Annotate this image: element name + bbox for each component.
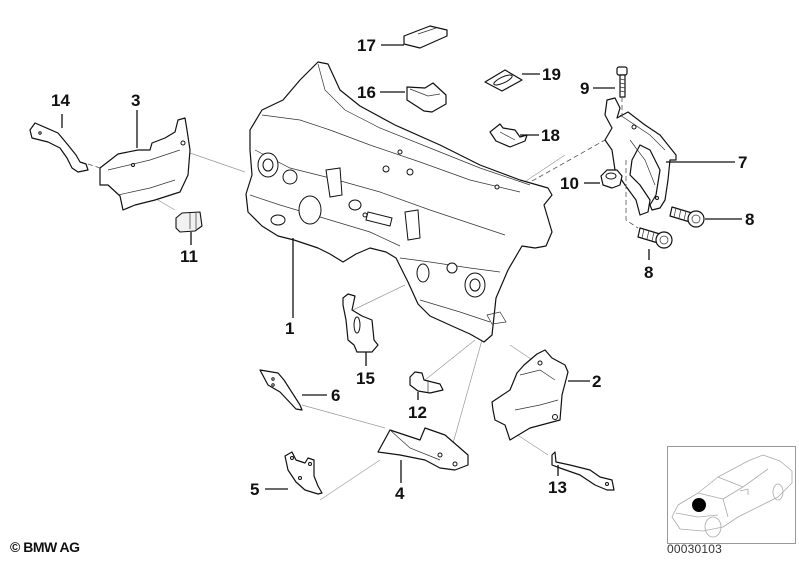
- callout-labels: 1 2 3 4 5 6 7 8 8 9 10 11 12 13 14 15 16…: [51, 36, 754, 503]
- callout-16[interactable]: 16: [357, 83, 376, 102]
- callout-2[interactable]: 2: [592, 372, 601, 391]
- callout-8a[interactable]: 8: [745, 210, 754, 229]
- leader-lines: [61, 44, 742, 490]
- callout-4[interactable]: 4: [395, 484, 405, 503]
- callout-11[interactable]: 11: [180, 247, 198, 266]
- callout-13[interactable]: 13: [548, 478, 567, 497]
- hex-nut-part[interactable]: [600, 169, 623, 189]
- small-bracket-part[interactable]: [409, 371, 444, 394]
- gusset-plate-part[interactable]: [259, 369, 303, 411]
- tab-bracket-part[interactable]: [489, 123, 528, 148]
- callout-5[interactable]: 5: [250, 480, 259, 499]
- highlight-marker-icon: [692, 498, 706, 512]
- callout-6[interactable]: 6: [331, 386, 340, 405]
- right-strap-part[interactable]: [551, 451, 615, 491]
- strut-bracket-part[interactable]: [604, 97, 677, 216]
- channel-clip-part[interactable]: [406, 82, 447, 113]
- callout-15[interactable]: 15: [356, 369, 375, 388]
- bolt-8b-part[interactable]: [625, 160, 673, 249]
- callout-12[interactable]: 12: [408, 403, 427, 422]
- callout-10[interactable]: 10: [560, 174, 579, 193]
- lower-support-bracket-part[interactable]: [377, 427, 469, 471]
- callout-3[interactable]: 3: [131, 91, 140, 110]
- mounting-plate-part[interactable]: [284, 451, 323, 495]
- hook-bracket-part[interactable]: [342, 293, 379, 353]
- bulkhead-part[interactable]: [245, 61, 553, 343]
- vehicle-overview-inset: [667, 446, 796, 544]
- callout-7[interactable]: 7: [738, 153, 747, 172]
- callout-18[interactable]: 18: [541, 126, 560, 145]
- diagram-code: 00030103: [667, 542, 722, 556]
- clip-part[interactable]: [175, 211, 203, 233]
- callout-1[interactable]: 1: [285, 319, 294, 338]
- callout-14[interactable]: 14: [51, 91, 70, 110]
- callout-17[interactable]: 17: [357, 36, 376, 55]
- callout-19[interactable]: 19: [542, 65, 561, 84]
- callout-9[interactable]: 9: [580, 79, 589, 98]
- copyright-notice: © BMW AG: [10, 539, 80, 555]
- callout-8b[interactable]: 8: [644, 263, 653, 282]
- slotted-clip-part[interactable]: [403, 25, 448, 49]
- bolt-8a-part[interactable]: [669, 206, 705, 228]
- grommet-pad-part[interactable]: [484, 69, 523, 92]
- car-outline-icon: [671, 454, 793, 538]
- left-strap-part[interactable]: [29, 122, 89, 173]
- left-side-cover-part[interactable]: [99, 117, 191, 211]
- right-side-cover-part[interactable]: [491, 349, 569, 441]
